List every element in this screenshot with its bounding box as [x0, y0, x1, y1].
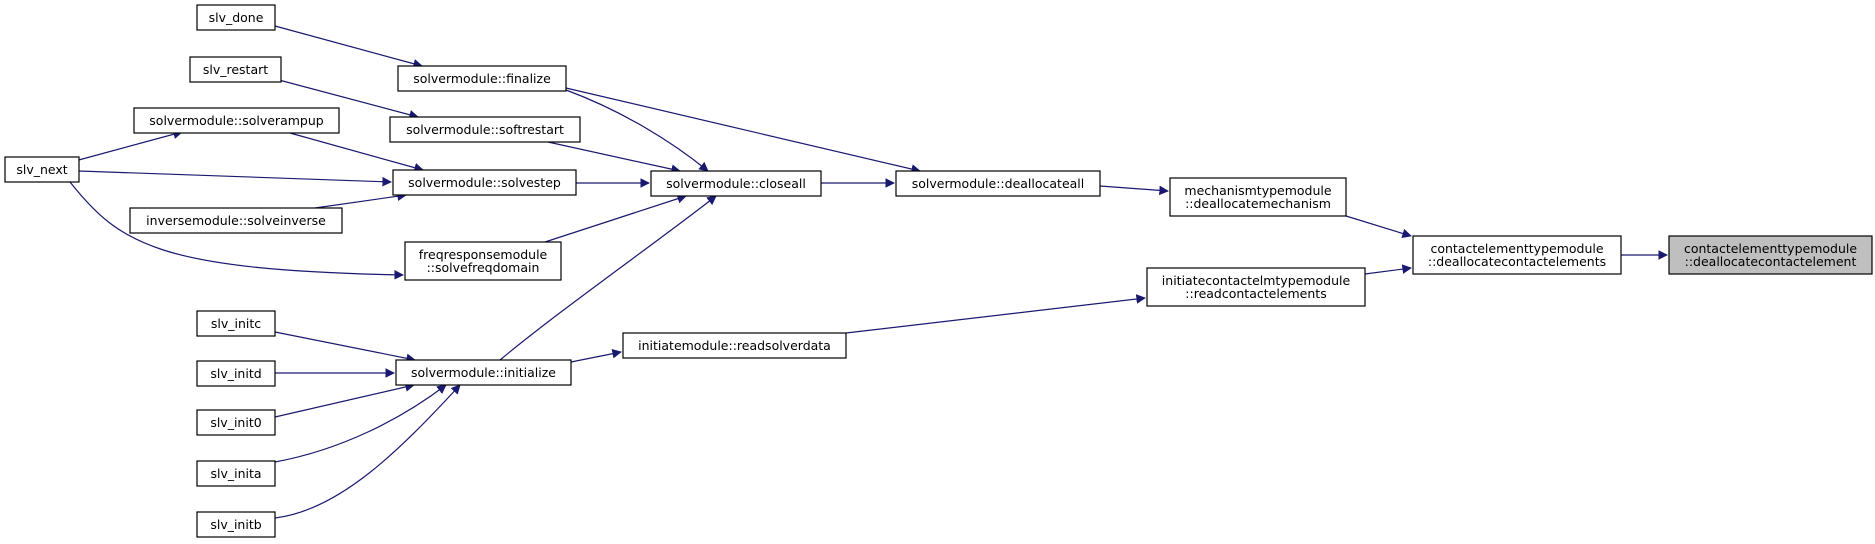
node-label: ::deallocatecontactelement: [1685, 254, 1857, 269]
edge-softrestart-to-closeall: [547, 141, 681, 174]
node-label: slv_restart: [203, 62, 268, 77]
node-initialize[interactable]: solvermodule::initialize: [395, 359, 572, 386]
edge-slv_initc-to-initialize: [274, 331, 416, 364]
node-box: [196, 460, 276, 487]
node-label: ::readcontactelements: [1185, 286, 1326, 301]
node-box: [4, 156, 80, 183]
edge-finalize-to-deallocateall: [565, 87, 921, 174]
edge-slv_restart-to-softrestart: [278, 79, 419, 120]
node-layer: contactelementtypemodule::deallocatecont…: [4, 4, 1873, 538]
node-slv_next[interactable]: slv_next: [4, 156, 80, 183]
node-label: freqresponsemodule: [419, 247, 548, 262]
edge-deallocateall-to-mech_dealloc: [1099, 185, 1169, 196]
node-box: [1146, 267, 1366, 307]
node-slv_done[interactable]: slv_done: [196, 4, 276, 31]
node-box: [895, 170, 1101, 197]
node-label: slv_initd: [210, 366, 261, 381]
node-box: [622, 332, 847, 359]
edge-slv_next-to-solverampup: [74, 129, 183, 162]
node-label: contactelementtypemodule: [1430, 241, 1603, 256]
node-box: [397, 65, 567, 92]
edge-slv_inita-to-initialize: [274, 384, 447, 463]
node-label: initiatemodule::readsolverdata: [638, 338, 831, 353]
node-label: ::solvefreqdomain: [427, 260, 540, 275]
node-box: [650, 170, 822, 197]
node-cet_dealloc_elements[interactable]: contactelementtypemodule::deallocatecont…: [1412, 235, 1622, 275]
edge-layer: [69, 25, 1668, 519]
node-label: contactelementtypemodule: [1684, 241, 1857, 256]
node-box: [133, 107, 340, 134]
node-solvefreqdomain[interactable]: freqresponsemodule::solvefreqdomain: [404, 241, 562, 281]
edge-ice_read-to-cet_dealloc_elements: [1364, 264, 1412, 275]
node-label: mechanismtypemodule: [1184, 183, 1331, 198]
node-box: [196, 409, 276, 436]
node-root[interactable]: contactelementtypemodule::deallocatecont…: [1668, 235, 1873, 275]
node-box: [1412, 235, 1622, 275]
node-label: ::deallocatemechanism: [1185, 196, 1331, 211]
node-label: slv_initc: [211, 316, 261, 331]
edge-slv_initb-to-initialize: [274, 384, 461, 519]
node-finalize[interactable]: solvermodule::finalize: [397, 65, 567, 92]
node-label: solvermodule::deallocateall: [912, 176, 1085, 191]
node-box: [196, 511, 276, 538]
node-label: slv_next: [16, 162, 67, 177]
edge-solvefreqdomain-to-closeall: [544, 194, 687, 243]
node-mech_dealloc[interactable]: mechanismtypemodule::deallocatemechanism: [1169, 177, 1347, 217]
edge-initialize-to-closeall: [499, 195, 717, 361]
node-label: slv_inita: [210, 466, 261, 481]
edge-slv_init0-to-initialize: [274, 382, 415, 418]
node-box: [129, 207, 343, 234]
node-box: [189, 56, 282, 83]
node-label: slv_init0: [210, 415, 261, 430]
node-ice_read[interactable]: initiatecontactelmtypemodule::readcontac…: [1146, 267, 1366, 307]
node-slv_inita[interactable]: slv_inita: [196, 460, 276, 487]
node-label: inversemodule::solveinverse: [146, 213, 326, 228]
node-label: ::deallocatecontactelements: [1428, 254, 1606, 269]
node-box: [196, 310, 276, 337]
node-solvestep[interactable]: solvermodule::solvestep: [392, 169, 577, 196]
node-slv_initd[interactable]: slv_initd: [196, 360, 276, 387]
edge-slv_next-to-solvefreqdomain: [69, 181, 404, 280]
node-label: solvermodule::initialize: [411, 365, 556, 380]
node-label: slv_initb: [210, 517, 261, 532]
node-box: [389, 116, 581, 143]
node-box: [196, 4, 276, 31]
edge-slv_done-to-finalize: [274, 25, 423, 69]
node-label: solvermodule::solvestep: [408, 175, 561, 190]
node-box: [1169, 177, 1347, 217]
node-box: [395, 359, 572, 386]
node-label: initiatecontactelmtypemodule: [1162, 273, 1351, 288]
node-box: [196, 360, 276, 387]
edge-slv_next-to-solvestep: [78, 170, 392, 187]
edge-solverampup-to-solvestep: [289, 132, 424, 173]
node-closeall[interactable]: solvermodule::closeall: [650, 170, 822, 197]
edge-initialize-to-readsolverdata: [570, 348, 622, 363]
node-slv_initb[interactable]: slv_initb: [196, 511, 276, 538]
node-label: solvermodule::softrestart: [406, 122, 564, 137]
node-box: [392, 169, 577, 196]
node-label: solvermodule::closeall: [666, 176, 806, 191]
node-solverampup[interactable]: solvermodule::solverampup: [133, 107, 340, 134]
node-label: slv_done: [209, 10, 264, 25]
edge-finalize-to-closeall: [565, 89, 709, 172]
node-box: [404, 241, 562, 281]
edge-readsolverdata-to-ice_read: [845, 294, 1146, 334]
node-softrestart[interactable]: solvermodule::softrestart: [389, 116, 581, 143]
node-deallocateall[interactable]: solvermodule::deallocateall: [895, 170, 1101, 197]
node-label: solvermodule::finalize: [413, 71, 551, 86]
edge-mech_dealloc-to-cet_dealloc_elements: [1345, 215, 1412, 239]
node-solveinverse[interactable]: inversemodule::solveinverse: [129, 207, 343, 234]
node-slv_initc[interactable]: slv_initc: [196, 310, 276, 337]
node-box: [1668, 235, 1873, 275]
node-readsolverdata[interactable]: initiatemodule::readsolverdata: [622, 332, 847, 359]
node-slv_restart[interactable]: slv_restart: [189, 56, 282, 83]
edge-solveinverse-to-solvestep: [314, 191, 407, 209]
node-slv_init0[interactable]: slv_init0: [196, 409, 276, 436]
node-label: solvermodule::solverampup: [149, 113, 323, 128]
